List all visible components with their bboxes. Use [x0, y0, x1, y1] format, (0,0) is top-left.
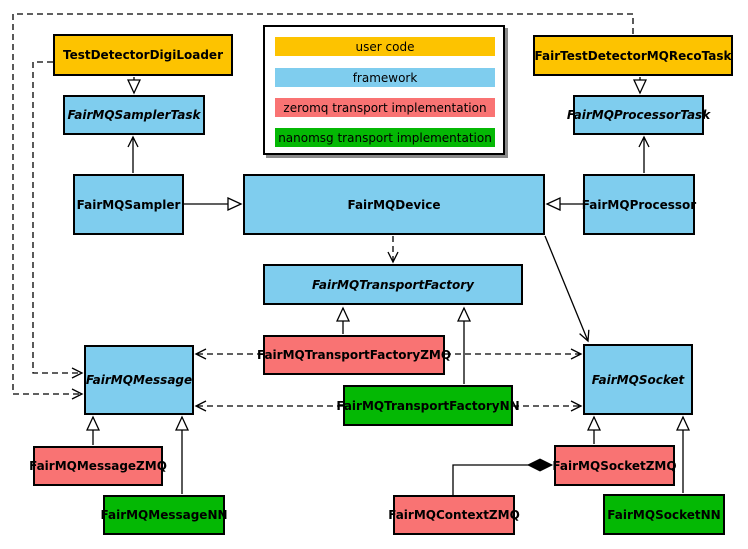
legend-item-zeromq: zeromq transport implementation	[275, 98, 495, 117]
node-fairmqsocketzmq: FairMQSocketZMQ	[552, 445, 677, 486]
node-label: FairTestDetectorMQRecoTask	[534, 48, 732, 63]
node-fairmqprocessortask: FairMQProcessorTask	[567, 95, 710, 135]
legend-label: zeromq transport implementation	[283, 100, 487, 115]
node-label: FairMQProcessor	[581, 197, 697, 212]
node-fairmqtransportfactorynn: FairMQTransportFactoryNN	[336, 385, 520, 426]
node-fairmqmessagenn: FairMQMessageNN	[100, 495, 228, 535]
node-label: FairMQProcessorTask	[566, 108, 711, 122]
node-label: FairMQMessageZMQ	[29, 459, 167, 473]
node-label: FairMQDevice	[347, 197, 441, 212]
node-label: FairMQTransportFactory	[312, 277, 474, 292]
node-label: FairMQTransportFactoryZMQ	[256, 348, 452, 362]
node-label: FairMQMessage	[85, 373, 193, 387]
node-fairmqtransportfactoryzmq: FairMQTransportFactoryZMQ	[257, 335, 451, 375]
legend-label: user code	[355, 39, 415, 54]
legend-label: framework	[352, 70, 418, 85]
node-fairmqdevice: FairMQDevice	[243, 174, 545, 235]
node-label: FairMQSamplerTask	[67, 108, 201, 122]
legend-item-user-code: user code	[275, 37, 495, 56]
node-fairmqprocessor: FairMQProcessor	[581, 174, 697, 235]
node-label: FairMQSocket	[591, 372, 685, 387]
node-label: FairMQSocketNN	[607, 507, 721, 522]
edge-device-socket-association	[544, 235, 590, 343]
node-label: FairMQSocketZMQ	[552, 458, 677, 473]
node-fairmqsamplertask: FairMQSamplerTask	[63, 95, 205, 135]
node-fairmqsocketnn: FairMQSocketNN	[603, 494, 725, 535]
node-fairmqcontextzmq: FairMQContextZMQ	[388, 495, 520, 535]
edge-digiloader-message-dependency	[32, 61, 84, 379]
node-label: FairMQTransportFactoryNN	[336, 398, 520, 413]
node-fairmqsampler: FairMQSampler	[73, 174, 184, 235]
node-fairtestdetectormqrecotask: FairTestDetectorMQRecoTask	[533, 35, 733, 76]
node-label: FairMQMessageNN	[100, 508, 228, 522]
node-label: FairMQSampler	[76, 197, 181, 212]
edge-contextzmq-socketzmq-aggregation	[452, 465, 552, 495]
legend: user code framework zeromq transport imp…	[263, 25, 505, 155]
node-testdetectordigiloader: TestDetectorDigiLoader	[53, 34, 233, 76]
legend-label: nanomsg transport implementation	[278, 130, 492, 145]
node-label: FairMQContextZMQ	[388, 508, 520, 522]
edge-recotask-message-dependency	[12, 13, 634, 400]
node-fairmqmessagezmq: FairMQMessageZMQ	[29, 446, 167, 486]
legend-item-nanomsg: nanomsg transport implementation	[275, 128, 495, 147]
legend-item-framework: framework	[275, 68, 495, 87]
node-fairmqsocket: FairMQSocket	[583, 344, 693, 415]
node-fairmqmessage: FairMQMessage	[84, 345, 194, 415]
node-label: TestDetectorDigiLoader	[62, 48, 223, 62]
node-fairmqtransportfactory: FairMQTransportFactory	[263, 264, 523, 305]
